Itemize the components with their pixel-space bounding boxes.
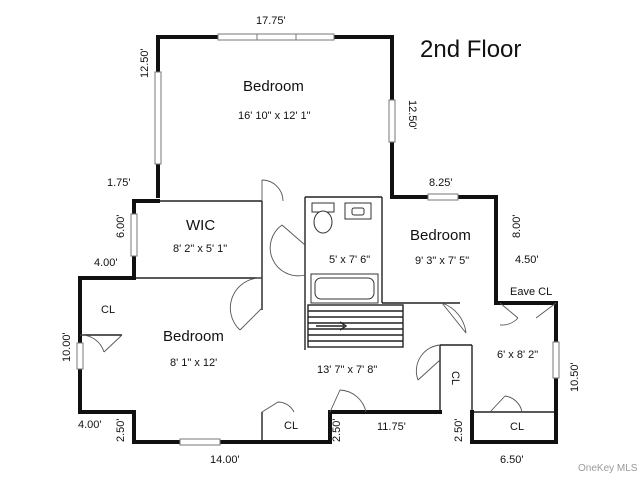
measure-right-jog: 8.00': [511, 214, 523, 238]
measure-left-jog: 1.75': [107, 177, 131, 189]
measure-left-height: 10.00': [61, 332, 73, 362]
measure-top-right-height: 12.50': [406, 100, 418, 130]
windows: [76, 33, 560, 446]
doors: [79, 179, 557, 413]
cl-right-label: CL: [510, 421, 524, 433]
measure-bottom-left-step: 4.00': [78, 419, 102, 431]
measure-right-height: 10.50': [569, 362, 581, 392]
floor-title: 2nd Floor: [420, 36, 521, 63]
measure-top-width: 17.75': [256, 15, 286, 27]
bathroom-fixtures: [310, 202, 379, 304]
staircase: [307, 304, 404, 348]
cl-center-label: CL: [449, 371, 461, 385]
wic-label: WIC: [186, 217, 215, 234]
bedroom-left-dims: 8' 1" x 12': [170, 357, 217, 369]
measure-bottom-width: 14.00': [210, 454, 240, 466]
measure-bottom-mid-width: 11.75': [377, 421, 406, 433]
measure-right-step: 4.50': [515, 254, 539, 266]
exterior-walls: [78, 35, 558, 444]
measure-bottom-right-jog: 2.50': [453, 418, 465, 442]
measure-top-left-height: 12.50': [139, 48, 151, 78]
hall-dims: 13' 7" x 7' 8": [317, 364, 377, 376]
measure-wic-height: 6.00': [115, 214, 127, 238]
cl-bottom-label: CL: [284, 420, 298, 432]
bedroom-main-label: Bedroom: [243, 78, 304, 95]
measure-bottom-right-width: 6.50': [500, 454, 524, 466]
eave-dims: 6' x 8' 2": [497, 349, 538, 361]
eave-label: Eave CL: [510, 286, 552, 298]
interior-walls: [80, 196, 556, 442]
bedroom-right-label: Bedroom: [410, 227, 471, 244]
measure-bottom-mid-jog: 2.50': [331, 418, 343, 442]
watermark: OneKey MLS: [578, 463, 638, 474]
measure-right-top-width: 8.25': [429, 177, 453, 189]
bath-dims: 5' x 7' 6": [329, 254, 370, 266]
cl-left-label: CL: [101, 304, 115, 316]
measure-bottom-left-jog: 2.50': [115, 418, 127, 442]
bedroom-left-label: Bedroom: [163, 328, 224, 345]
wic-dims: 8' 2" x 5' 1": [173, 243, 227, 255]
bedroom-right-dims: 9' 3" x 7' 5": [415, 255, 469, 267]
bedroom-main-dims: 16' 10" x 12' 1": [238, 110, 311, 122]
measure-left-step: 4.00': [94, 257, 118, 269]
